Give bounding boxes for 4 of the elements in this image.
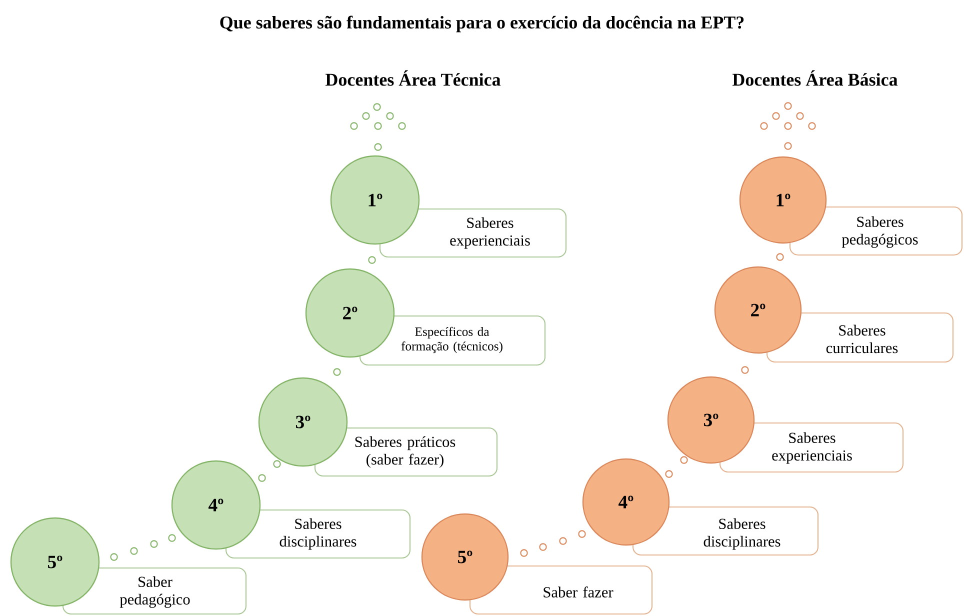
- column-heading: Docentes Área Básica: [732, 70, 898, 86]
- label-box: Saberes práticos (saber fazer): [314, 427, 498, 477]
- title: Que saberes são fundamentais para o exercício da docência na EPT?: [220, 16, 744, 32]
- column-heading: Docentes Área Técnica: [326, 70, 501, 86]
